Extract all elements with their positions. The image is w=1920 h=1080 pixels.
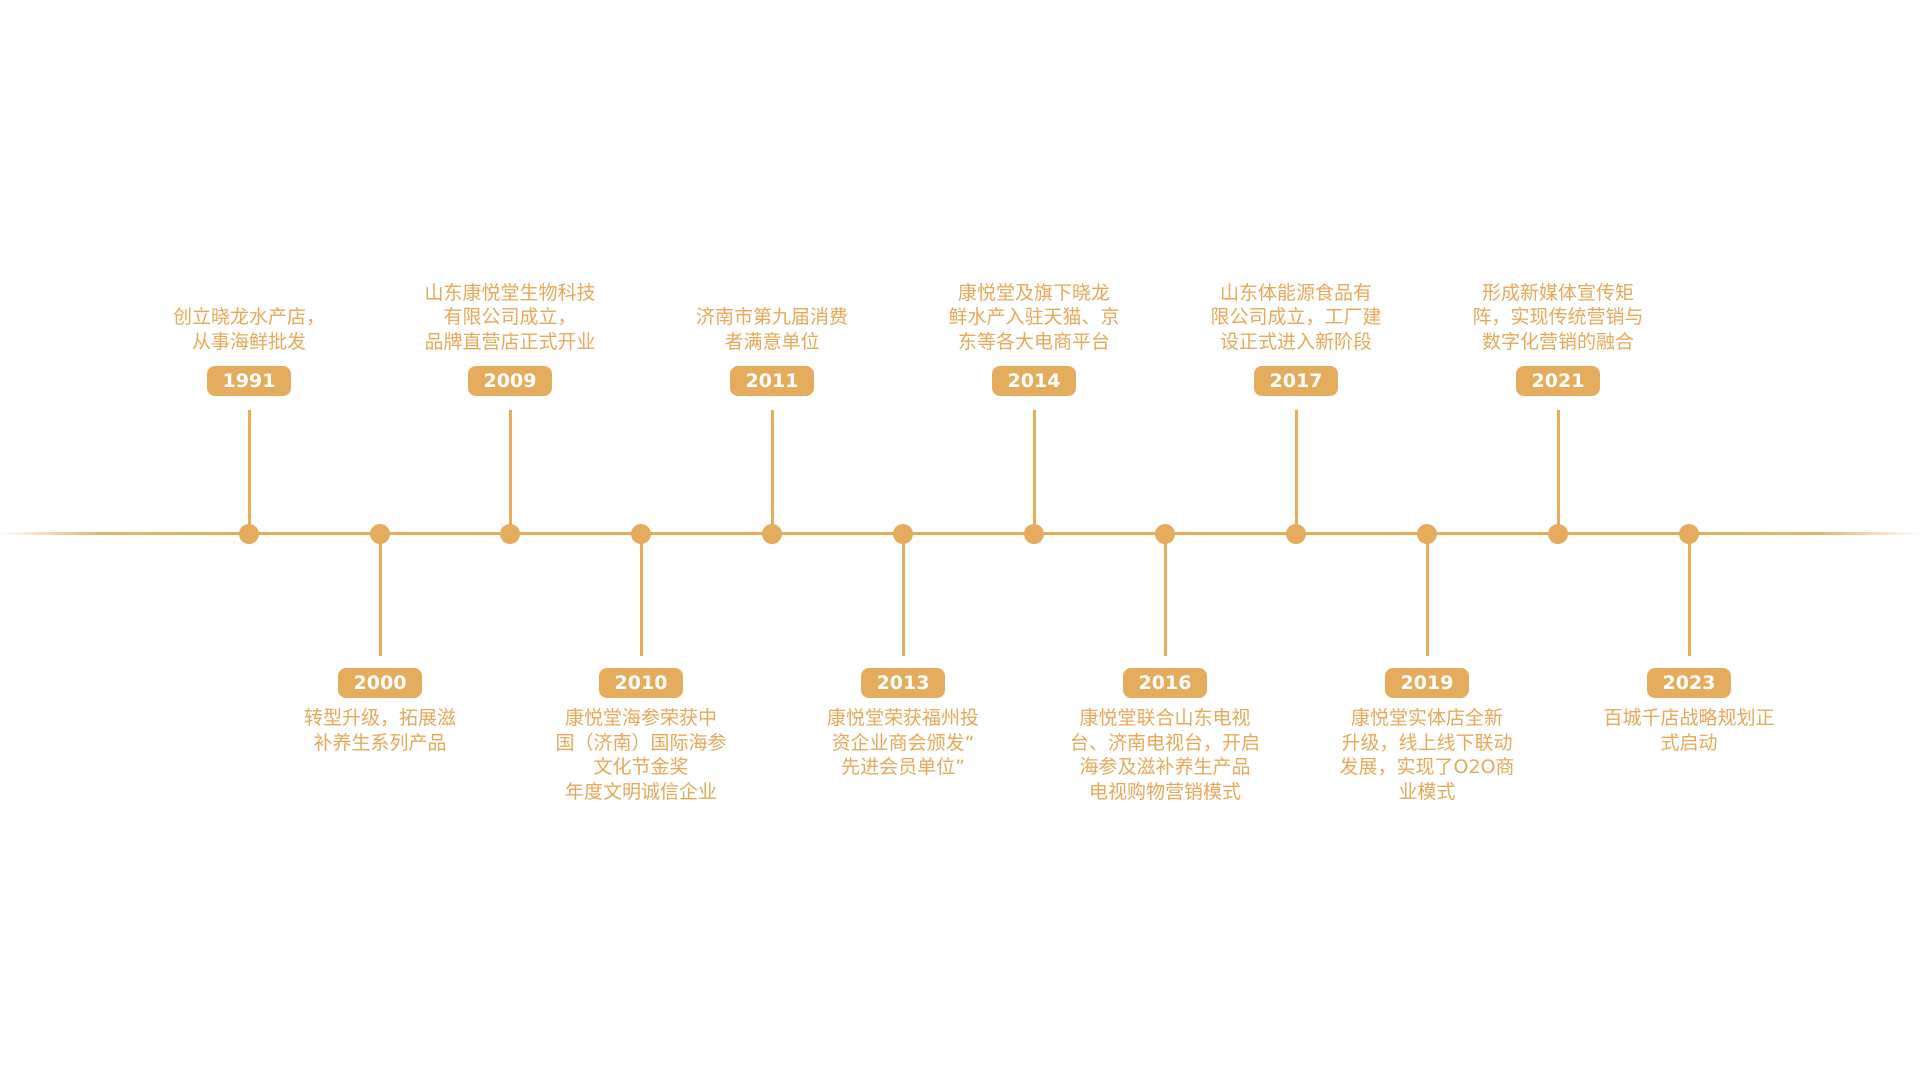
timeline-dot (762, 524, 782, 544)
event-description: 康悦堂联合山东电视 台、济南电视台，开启 海参及滋补养生产品 电视购物营销模式 (1069, 707, 1260, 803)
year-badge: 2019 (1385, 668, 1469, 698)
connector-line (508, 410, 512, 534)
year-badge: 2021 (1516, 366, 1600, 396)
event-description: 康悦堂实体店全新 升级，线上线下联动 发展，实现了O2O商 业模式 (1339, 707, 1515, 803)
event-description: 山东康悦堂生物科技 有限公司成立， 品牌直营店正式开业 (424, 281, 596, 353)
event-description: 创立晓龙水产店， 从事海鲜批发 (172, 306, 325, 353)
connector-line (770, 410, 774, 534)
timeline-dot (1286, 524, 1306, 544)
year-badge: 2000 (338, 668, 422, 698)
timeline-dot (239, 524, 259, 544)
event-description: 形成新媒体宣传矩 阵，实现传统营销与 数字化营销的融合 (1472, 281, 1644, 353)
connector-line (1163, 534, 1167, 656)
year-badge: 2013 (861, 668, 945, 698)
timeline-dot (893, 524, 913, 544)
year-badge: 2014 (992, 366, 1076, 396)
event-description: 康悦堂海参荣获中 国（济南）国际海参 文化节金奖 年度文明诚信企业 (555, 707, 727, 803)
timeline-dot (1679, 524, 1699, 544)
event-description: 济南市第九届消费 者满意单位 (695, 306, 848, 353)
connector-line (1556, 410, 1560, 534)
timeline-dot (1548, 524, 1568, 544)
timeline-dot (1155, 524, 1175, 544)
year-badge: 2017 (1254, 366, 1338, 396)
event-description: 康悦堂及旗下晓龙 鲜水产入驻天猫、京 东等各大电商平台 (948, 281, 1120, 353)
timeline-dot (370, 524, 390, 544)
connector-line (1294, 410, 1298, 534)
year-badge: 2010 (599, 668, 683, 698)
connector-line (639, 534, 643, 656)
event-description: 康悦堂荣获福州投 资企业商会颁发“ 先进会员单位” (826, 707, 979, 778)
year-badge: 2023 (1647, 668, 1731, 698)
timeline-dot (631, 524, 651, 544)
year-badge: 2011 (730, 366, 814, 396)
connector-line (1032, 410, 1036, 534)
year-badge: 2016 (1123, 668, 1207, 698)
connector-line (247, 410, 251, 534)
timeline-axis (0, 532, 1920, 535)
connector-line (1687, 534, 1691, 656)
connector-line (1425, 534, 1429, 656)
event-description: 百城千店战略规划正 式启动 (1603, 707, 1775, 754)
connector-line (378, 534, 382, 656)
year-badge: 1991 (207, 366, 291, 396)
timeline-dot (1417, 524, 1437, 544)
event-description: 山东体能源食品有 限公司成立，工厂建 设正式进入新阶段 (1210, 281, 1382, 353)
year-badge: 2009 (468, 366, 552, 396)
timeline-dot (500, 524, 520, 544)
event-description: 转型升级，拓展滋 补养生系列产品 (303, 707, 456, 754)
connector-line (901, 534, 905, 656)
timeline-dot (1024, 524, 1044, 544)
